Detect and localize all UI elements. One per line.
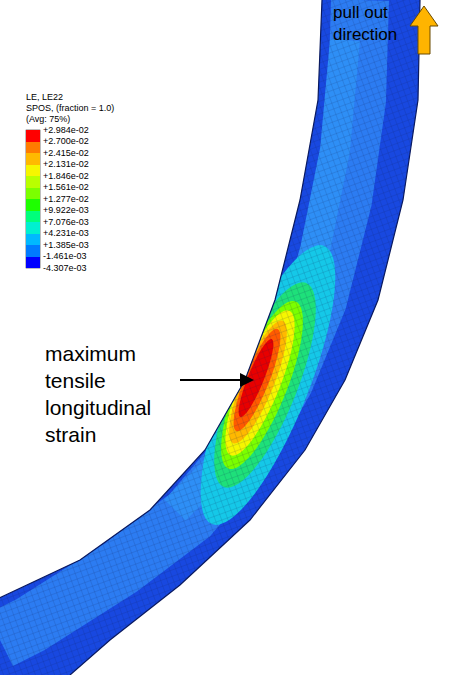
- legend-heading: LE, LE22: [26, 92, 63, 103]
- legend-value: +4.231e-03: [43, 228, 89, 239]
- legend-swatch: [26, 245, 40, 257]
- legend-swatch: [26, 142, 40, 154]
- legend-swatch: [26, 165, 40, 177]
- legend-heading: (Avg: 75%): [26, 114, 70, 125]
- leader-arrowhead: [240, 373, 254, 387]
- legend-value: +9.922e-03: [43, 205, 89, 216]
- legend-value: +2.984e-02: [43, 125, 89, 136]
- callout-note: maximum tensile longitudinal strain: [45, 340, 175, 448]
- legend-swatch: [26, 211, 40, 223]
- legend-value: +1.277e-02: [43, 194, 89, 205]
- legend-bar-outline: [26, 130, 40, 268]
- legend-value: -4.307e-03: [43, 263, 87, 274]
- legend-heading: SPOS, (fraction = 1.0): [26, 103, 114, 114]
- legend-value: +1.846e-02: [43, 171, 89, 182]
- legend-value: +1.561e-02: [43, 182, 89, 193]
- legend-swatch: [26, 234, 40, 246]
- legend-swatch: [26, 188, 40, 200]
- pipe-outline: [0, 0, 420, 675]
- legend-swatch: [26, 153, 40, 165]
- legend-value: -1.461e-03: [43, 251, 87, 262]
- direction-note: pull out direction: [333, 2, 413, 46]
- legend-swatch: [26, 222, 40, 234]
- legend-swatch: [26, 176, 40, 188]
- pull-out-arrow: [410, 6, 438, 54]
- legend-swatch: [26, 130, 40, 142]
- legend-swatch: [26, 257, 40, 269]
- legend-value: +1.385e-03: [43, 240, 89, 251]
- legend-value: +2.415e-02: [43, 148, 89, 159]
- legend-swatch: [26, 199, 40, 211]
- leader-line: [180, 379, 244, 381]
- legend-value: +2.131e-02: [43, 159, 89, 170]
- legend-value: +2.700e-02: [43, 136, 89, 147]
- legend-value: +7.076e-03: [43, 217, 89, 228]
